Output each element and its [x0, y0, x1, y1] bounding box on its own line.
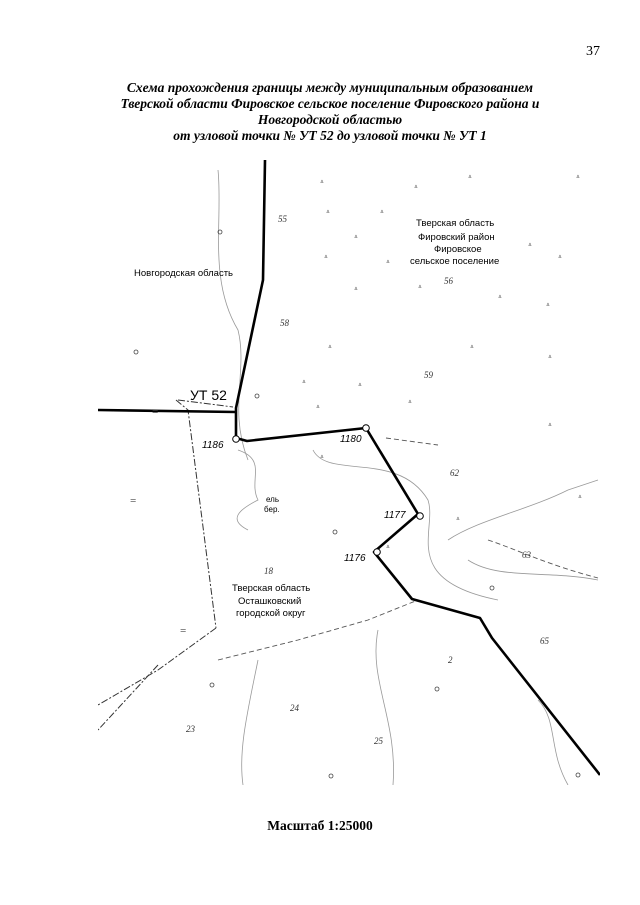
boundary-point-1176 — [373, 548, 381, 556]
dashdot-boundary — [98, 664, 159, 731]
boundary-point-1177 — [416, 512, 424, 520]
map-symbol: ᐞ — [470, 344, 474, 352]
region-label-firovo-line-4: сельское поселение — [410, 256, 500, 267]
contour-line — [217, 169, 249, 461]
contour-line — [467, 559, 599, 581]
municipal-boundary — [234, 160, 600, 776]
region-label-firovo-line-2: Фировский район — [418, 232, 495, 243]
misc-label-el: ель — [266, 495, 280, 504]
map-symbol: ⚌ — [130, 497, 136, 504]
point-label-1186: 1186 — [202, 440, 224, 451]
map-symbol: ᐞ — [528, 242, 532, 250]
map-scale: Масштаб 1:25000 — [267, 818, 373, 833]
point-label-1176: 1176 — [344, 553, 366, 564]
contour-line — [537, 699, 569, 785]
quarter-number: 58 — [280, 318, 289, 328]
region-label-firovo-line-3: Фировское — [434, 244, 482, 255]
contour-line — [241, 659, 259, 785]
map-symbol: ᐞ — [320, 454, 324, 462]
region-label-firovo-line-1: Тверская область — [416, 218, 495, 229]
map-symbol: ᐞ — [326, 209, 330, 217]
region-label-ostashkov-line-1: Тверская область — [232, 583, 311, 594]
title-line-4: от узловой точки № УТ 52 до узловой точк… — [173, 128, 487, 143]
map-symbol-circle — [332, 529, 338, 535]
map-symbol-circle — [328, 773, 334, 779]
map-symbol: ᐞ — [578, 494, 582, 502]
map-symbol: ᐞ — [354, 286, 358, 294]
region-label-novgorod: Новгородская область — [134, 268, 233, 279]
region-label-ostashkov-line-3: городской округ — [236, 608, 306, 619]
map-symbol: ᐞ — [468, 174, 472, 182]
quarter-number: 62 — [450, 468, 459, 478]
map-symbol-circle — [434, 686, 440, 692]
map-symbol-circle — [217, 229, 223, 235]
map-symbol: ᐞ — [302, 379, 306, 387]
title-line-1: Схема прохождения границы между муниципа… — [126, 80, 534, 95]
boundary-point-1186 — [232, 435, 240, 443]
quarter-number: 65 — [540, 636, 549, 646]
map-symbol: ᐞ — [386, 544, 390, 552]
map-symbol-circle — [489, 585, 495, 591]
map-symbol-circle — [133, 349, 139, 355]
map-symbol: ᐞ — [414, 184, 418, 192]
map-symbol-circle — [254, 393, 260, 399]
quarter-number: 25 — [374, 736, 383, 746]
quarter-number: 59 — [424, 370, 433, 380]
quarter-number: 18 — [264, 566, 273, 576]
dashdot-boundary — [98, 627, 217, 706]
title-line-3: Новгородской областью — [257, 112, 403, 127]
map-drawing: ᐞ ᐞ ᐞ ᐞ ᐞ ᐞ ᐞ ᐞ ᐞ ᐞ ᐞ ᐞ ᐞ ᐞ ᐞ ᐞ ᐞ ᐞ ᐞ ᐞ … — [98, 160, 600, 785]
map-symbol: ᐞ — [320, 179, 324, 187]
map-symbol: ᐞ — [546, 302, 550, 310]
map-symbol-circle — [575, 772, 581, 778]
quarter-number: 23 — [186, 724, 195, 734]
quarter-number: 63 — [522, 550, 531, 560]
quarter-number: 24 — [290, 703, 299, 713]
map-symbol: ᐞ — [386, 259, 390, 267]
contour-line — [312, 449, 499, 601]
map-symbol: ᐞ — [324, 254, 328, 262]
dashdot-boundary — [177, 399, 234, 408]
map-symbol: ᐞ — [380, 209, 384, 217]
quarter-number: 2 — [448, 655, 453, 665]
map-title: Схема прохождения границы между муниципа… — [80, 80, 580, 144]
page-number: 37 — [586, 44, 600, 59]
map-symbol: ᐞ — [548, 354, 552, 362]
misc-label-bereg: бер. — [264, 505, 280, 514]
title-line-2: Тверской области Фировское сельское посе… — [120, 96, 540, 111]
quarter-number: 55 — [278, 214, 287, 224]
map-symbol: ᐞ — [558, 254, 562, 262]
region-label-ostashkov-line-2: Осташковский — [238, 596, 302, 607]
boundary-map: ᐞ ᐞ ᐞ ᐞ ᐞ ᐞ ᐞ ᐞ ᐞ ᐞ ᐞ ᐞ ᐞ ᐞ ᐞ ᐞ ᐞ ᐞ ᐞ ᐞ … — [98, 160, 600, 785]
map-symbol-circle — [209, 682, 215, 688]
contour-line — [375, 629, 394, 785]
quarter-number: 56 — [444, 276, 453, 286]
map-symbol: ᐞ — [456, 516, 460, 524]
dashed-boundary — [217, 599, 419, 661]
boundary-point-1180 — [362, 424, 370, 432]
point-label-1180: 1180 — [340, 434, 362, 445]
dashdot-boundary — [175, 399, 217, 629]
map-symbol: ᐞ — [548, 422, 552, 430]
dashed-boundary — [487, 539, 599, 579]
municipal-boundary — [98, 408, 237, 414]
node-label-ut52: УТ 52 — [190, 387, 227, 403]
contour-line — [447, 479, 599, 541]
map-symbol: ᐞ — [358, 382, 362, 390]
map-symbol: ⚌ — [152, 408, 158, 415]
map-symbol: ᐞ — [498, 294, 502, 302]
map-symbol: ᐞ — [418, 284, 422, 292]
map-symbol: ᐞ — [354, 234, 358, 242]
map-symbol: ⚌ — [180, 627, 186, 634]
dashed-boundary — [385, 437, 439, 446]
map-symbol: ᐞ — [408, 399, 412, 407]
map-symbol: ᐞ — [328, 344, 332, 352]
contour-line — [236, 449, 259, 531]
map-symbol: ᐞ — [316, 404, 320, 412]
point-label-1177: 1177 — [384, 510, 406, 521]
map-symbol: ᐞ — [576, 174, 580, 182]
